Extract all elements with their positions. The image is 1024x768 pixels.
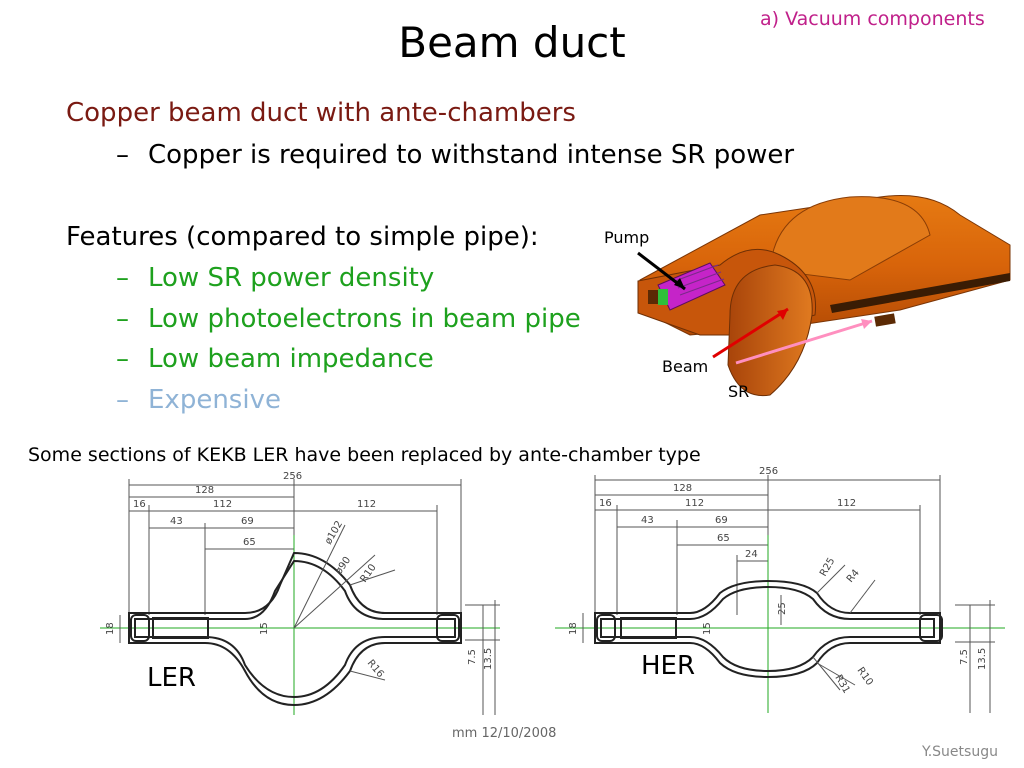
dim-112-left: 112	[685, 498, 704, 509]
dim-h135: 13.5	[483, 648, 494, 670]
dash-marker: –	[116, 140, 129, 170]
author-credit: Y.Suetsugu	[922, 744, 998, 760]
bullet-copper-duct: Copper beam duct with ante-chambers	[66, 98, 576, 128]
dim-24: 24	[745, 549, 758, 560]
replacement-note: Some sections of KEKB LER have been repl…	[28, 444, 701, 466]
dash-marker: –	[116, 344, 129, 374]
dim-65: 65	[243, 537, 256, 548]
dim-112-right: 112	[837, 498, 856, 509]
dim-total: 256	[759, 466, 778, 477]
sub-bullet-text: Copper is required to withstand intense …	[148, 140, 795, 170]
dim-69: 69	[241, 516, 254, 527]
dim-total: 256	[283, 471, 302, 482]
dim-r16: R16	[365, 658, 386, 680]
dim-d102: ø102	[323, 519, 345, 546]
dim-v25: 25	[777, 602, 788, 615]
beam-duct-illustration	[637, 194, 1011, 397]
dim-h75: 7.5	[959, 649, 970, 665]
sub-bullet-copper-required: –Copper is required to withstand intense…	[116, 140, 794, 170]
dim-16: 16	[599, 498, 612, 509]
dim-65: 65	[717, 533, 730, 544]
feature-item: –Low photoelectrons in beam pipe	[116, 304, 581, 334]
dim-h75: 7.5	[467, 649, 478, 665]
feature-item: –Low SR power density	[116, 263, 434, 293]
dash-marker: –	[116, 304, 129, 334]
dim-112-right: 112	[357, 499, 376, 510]
bullet-features: Features (compared to simple pipe):	[66, 222, 539, 252]
dim-r10: R10	[358, 562, 378, 584]
dim-16: 16	[133, 499, 146, 510]
dim-h18: 18	[105, 622, 116, 635]
dim-112-left: 112	[213, 499, 232, 510]
her-label: HER	[641, 651, 696, 681]
feature-item: –Low beam impedance	[116, 344, 434, 374]
dash-marker: –	[116, 385, 129, 415]
dim-h135: 13.5	[977, 648, 988, 670]
beam-label: Beam	[662, 357, 709, 376]
feature-text: Low SR power density	[148, 263, 435, 293]
dash-marker: –	[116, 263, 129, 293]
dim-d90: ø90	[333, 555, 353, 577]
dim-h15: 15	[259, 622, 270, 635]
section-tag: a) Vacuum components	[760, 8, 985, 30]
feature-text: Expensive	[148, 385, 281, 415]
sr-label: SR	[728, 382, 750, 401]
footer-date: mm 12/10/2008	[452, 726, 557, 741]
dim-43: 43	[641, 515, 654, 526]
her-cross-section-drawing: 256 128 16 112 112 43 69 65 24 R25 R4 R1…	[555, 466, 1005, 713]
feature-item: –Expensive	[116, 385, 281, 415]
ler-cross-section-drawing: 256 128 16 112 112 43 69 65 ø102 ø90 R10…	[100, 471, 500, 715]
feature-text: Low photoelectrons in beam pipe	[148, 304, 581, 334]
dim-half: 128	[195, 485, 214, 496]
dim-h15: 15	[702, 622, 713, 635]
dim-half: 128	[673, 483, 692, 494]
ler-label: LER	[147, 663, 196, 693]
pump-label: Pump	[604, 228, 650, 247]
dim-h18: 18	[568, 622, 579, 635]
slide-title: Beam duct	[398, 18, 626, 67]
dim-r10: R10	[855, 665, 875, 687]
dim-43: 43	[170, 516, 183, 527]
dim-69: 69	[715, 515, 728, 526]
dim-r4: R4	[845, 568, 862, 585]
feature-text: Low beam impedance	[148, 344, 434, 374]
